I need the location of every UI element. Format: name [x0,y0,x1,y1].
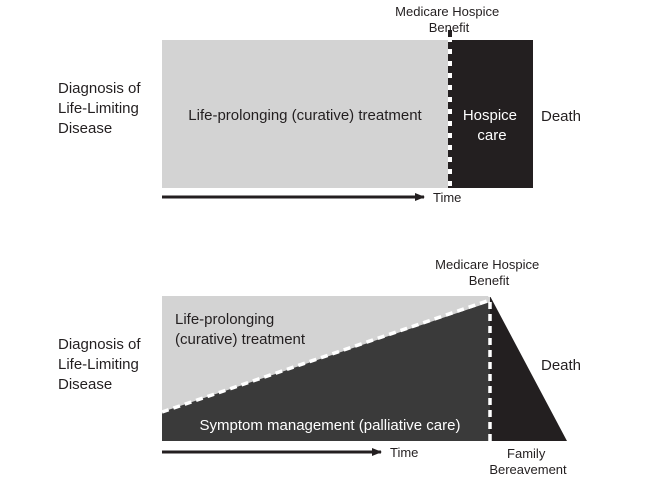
bottom-bereavement-label: Family Bereavement [489,446,567,477]
bottom-diagonal-divider [161,298,491,414]
top-time-label: Time [433,190,461,205]
bottom-palliative-region [162,302,490,441]
bottom-palliative-label: Symptom management (palliative care) [200,417,461,434]
bottom-curative-label: Life-prolonging (curative) treatment [175,311,306,348]
bottom-diagnosis-label: Diagnosis of Life-Limiting Disease [58,336,145,393]
top-benefit-label: Medicare Hospice Benefit [395,4,503,35]
bottom-diagram: Diagnosis of Life-Limiting Disease Medic… [58,257,581,477]
bottom-time-label: Time [390,445,418,460]
top-diagnosis-label: Diagnosis of Life-Limiting Disease [58,80,145,137]
top-hospice-label: Hospice care [463,107,521,144]
top-death-label: Death [541,108,581,125]
bottom-death-label: Death [541,357,581,374]
top-diagram: Diagnosis of Life-Limiting Disease Medic… [58,4,581,205]
top-curative-block [162,40,450,188]
bottom-benefit-label: Medicare Hospice Benefit [435,257,543,288]
bottom-bereavement-triangle [490,296,567,441]
top-curative-label: Life-prolonging (curative) treatment [188,107,422,124]
top-hospice-block [450,40,533,188]
